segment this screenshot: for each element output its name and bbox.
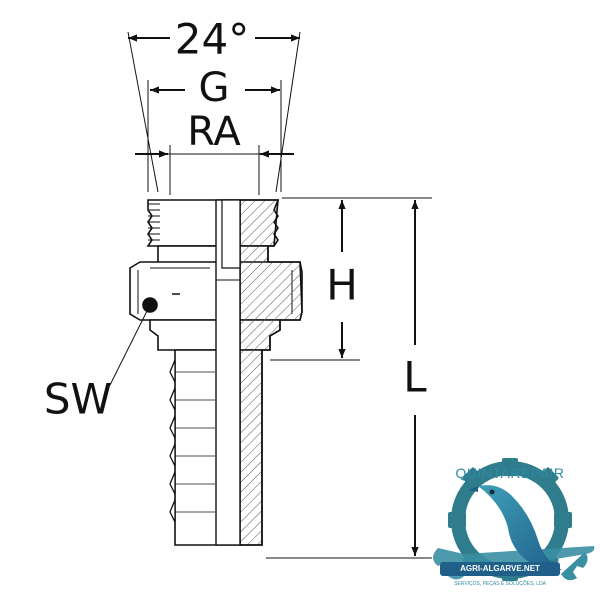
cross-section	[215, 199, 303, 546]
angle-dimension: 24°	[127, 15, 301, 193]
cone-diameter-dimension: RA	[135, 109, 294, 195]
hex-size-label: SW	[44, 375, 112, 424]
thread-dimension: G	[147, 65, 282, 192]
hex-size-dimension: SW	[44, 304, 151, 424]
angle-label: 24°	[175, 15, 249, 64]
thread-label: G	[199, 65, 230, 111]
logo-domain: AGRI-ALGARVE.NET	[460, 564, 540, 573]
quintarepair-logo: QUINTAREPAIR AGRI-ALGARVE.NET SERVIÇOS, …	[433, 458, 595, 587]
length-label: L	[403, 353, 427, 402]
hose-barb-ribs	[169, 359, 215, 523]
length-dimension: L	[266, 197, 432, 559]
cone-diameter-label: RA	[187, 109, 241, 155]
bird-icon	[468, 485, 562, 570]
height-label: H	[326, 261, 358, 310]
height-dimension: H	[270, 197, 360, 361]
logo-brand-top: QUINTAREPAIR	[456, 465, 565, 481]
logo-tagline: SERVIÇOS, PEÇAS E SOLUÇÕES, LDA	[454, 580, 547, 587]
